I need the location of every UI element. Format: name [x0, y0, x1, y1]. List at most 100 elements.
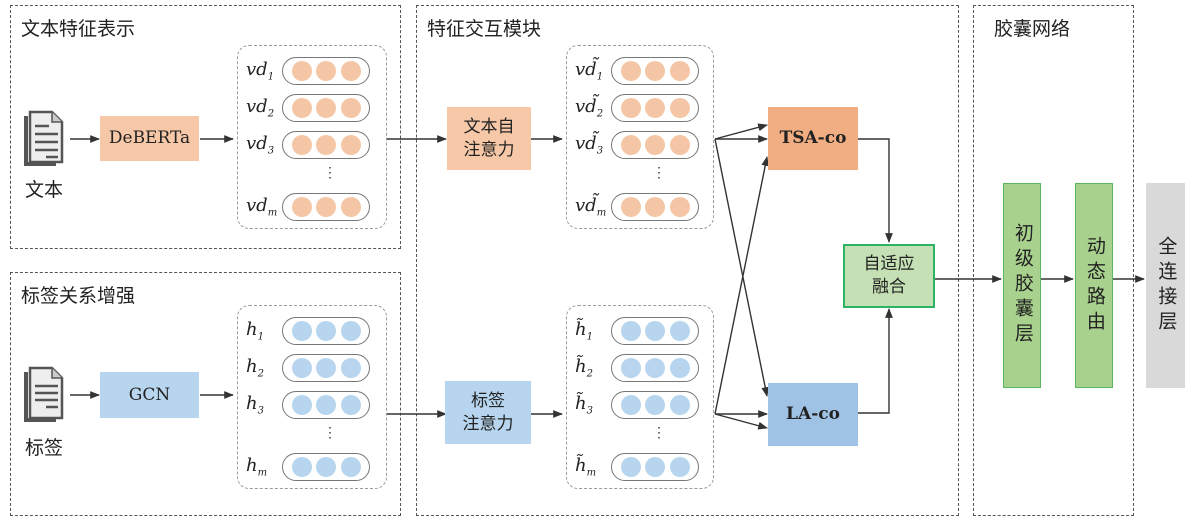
vector-row: h2	[238, 353, 386, 383]
vd-tilde-vector-list: vd̃1 vd̃2 vd̃3 vd̃m ⋮	[566, 45, 714, 229]
section-label-enhancement: 标签关系增强	[10, 272, 401, 516]
h-tilde-vector-list: h̃1 h̃2 h̃3 h̃m ⋮	[566, 305, 714, 489]
vector-pill	[282, 354, 370, 382]
vector-node	[669, 395, 690, 415]
ellipsis: ⋮	[652, 165, 666, 181]
block-label: LA-co	[786, 404, 840, 425]
vector-pill	[611, 391, 699, 419]
vector-node	[316, 98, 336, 118]
vector-node	[340, 135, 361, 155]
input-text-label: 文本	[25, 179, 64, 201]
vector-node	[340, 321, 361, 341]
block-label: 全连接层	[1155, 235, 1178, 336]
vector-pill	[611, 131, 699, 159]
input-label-label: 标签	[25, 437, 64, 459]
vd-vector-list: vd1 vd2 vd3 vdm ⋮	[237, 45, 387, 229]
vector-node	[620, 135, 641, 155]
vector-node	[291, 457, 312, 477]
vector-node	[340, 98, 361, 118]
ellipsis: ⋮	[652, 425, 666, 441]
vector-pill	[282, 453, 370, 481]
vector-node	[669, 98, 690, 118]
vector-row: vd̃3	[567, 130, 713, 160]
vector-label: vd̃2	[575, 96, 604, 120]
block-label: 注意力	[463, 139, 515, 160]
arrow-vdtilde-to-tsa-a	[714, 123, 768, 140]
vector-node	[291, 197, 312, 217]
ellipsis: ⋮	[323, 425, 337, 441]
vector-label: h̃2	[575, 356, 593, 380]
ellipsis: ⋮	[323, 165, 337, 181]
arrow-htilde-to-tsa	[714, 156, 770, 415]
vector-node	[645, 321, 665, 341]
block-label: 融合	[872, 277, 906, 297]
vector-pill	[282, 131, 370, 159]
vector-row: h̃3	[567, 390, 713, 420]
vector-node	[316, 457, 336, 477]
vector-node	[645, 98, 665, 118]
vector-node	[620, 321, 641, 341]
block-label: TSA-co	[779, 128, 847, 149]
vector-node	[316, 395, 336, 415]
vector-label: vd1	[246, 59, 275, 83]
vector-node	[316, 358, 336, 378]
vector-row: h1	[238, 316, 386, 346]
vector-node	[620, 395, 641, 415]
vector-node	[620, 98, 641, 118]
vector-label: vdm	[246, 195, 278, 219]
vector-row: h̃m	[567, 452, 713, 482]
vector-label: h̃3	[575, 393, 593, 417]
vector-node	[291, 321, 312, 341]
vector-label: vd̃m	[575, 195, 607, 219]
vector-row: vd3	[238, 130, 386, 160]
vector-node	[316, 135, 336, 155]
vector-label: h̃1	[575, 319, 593, 343]
section-title: 胶囊网络	[994, 18, 1071, 40]
vector-node	[291, 395, 312, 415]
document-icon	[24, 366, 64, 422]
block-label: 标签	[471, 390, 505, 411]
arrow-htilde-to-la-b	[714, 413, 768, 430]
vector-label: vd2	[246, 96, 275, 120]
vector-node	[291, 98, 312, 118]
vector-pill	[282, 391, 370, 419]
vector-label: vd̃1	[575, 59, 604, 83]
vector-label: vd̃3	[575, 133, 604, 157]
section-title: 标签关系增强	[21, 285, 136, 307]
vector-node	[669, 321, 690, 341]
vector-node	[340, 61, 361, 81]
vector-node	[620, 457, 641, 477]
vector-node	[620, 61, 641, 81]
vector-pill	[611, 57, 699, 85]
block-label: 初级胶囊层	[1011, 223, 1034, 348]
vector-row: vd̃2	[567, 93, 713, 123]
vector-pill	[282, 193, 370, 221]
vector-pill	[611, 317, 699, 345]
vector-node	[340, 358, 361, 378]
block-label: 自适应	[863, 254, 915, 275]
vector-row: hm	[238, 452, 386, 482]
vector-node	[669, 135, 690, 155]
arrow-la-to-fusion	[858, 308, 893, 414]
arrow-tsa-to-fusion	[858, 138, 893, 243]
gcn-label: GCN	[128, 384, 171, 405]
vector-row: vd2	[238, 93, 386, 123]
vector-node	[291, 358, 312, 378]
vector-row: vd1	[238, 56, 386, 86]
fully-connected-layer-block: 全连接层	[1146, 183, 1185, 388]
la-co-block: LA-co	[768, 383, 858, 446]
vector-node	[669, 197, 690, 217]
vector-node	[669, 457, 690, 477]
vector-label: hm	[246, 455, 268, 479]
vector-row: h̃2	[567, 353, 713, 383]
deberta-block: DeBERTa	[100, 116, 199, 161]
vector-node	[645, 61, 665, 81]
label-attention-block: 标签 注意力	[445, 381, 531, 444]
document-icon	[24, 110, 64, 166]
vector-row: vdm	[238, 192, 386, 222]
section-capsule-network: 胶囊网络	[973, 5, 1134, 516]
block-label: 注意力	[462, 413, 514, 434]
vector-row: vd̃m	[567, 192, 713, 222]
